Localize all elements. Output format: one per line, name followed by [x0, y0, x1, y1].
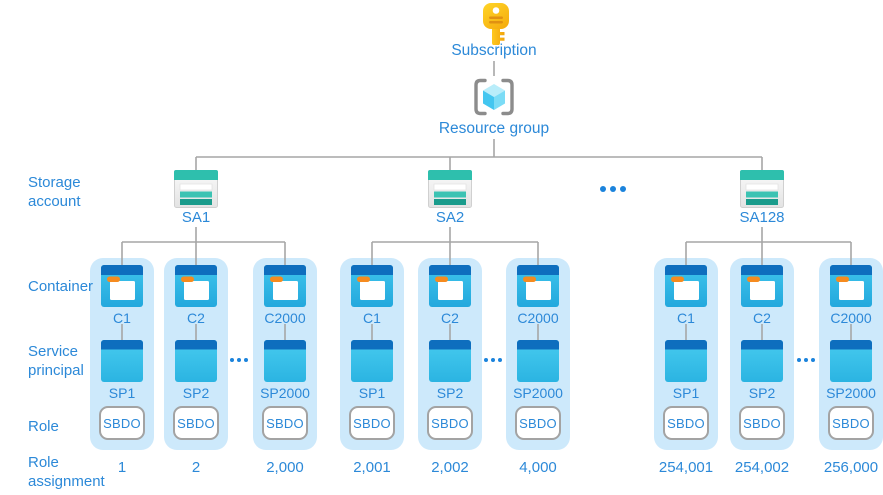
service-principal-label: SP2000 — [513, 385, 563, 401]
service-principal-label: SP1 — [358, 385, 386, 401]
row-label-service-principal: Service principal — [28, 343, 84, 380]
role-assignment-count: 254,002 — [734, 459, 790, 476]
service-principal-icon — [830, 340, 872, 382]
service-principal-icon — [264, 340, 306, 382]
container-icon — [429, 265, 471, 307]
role-assignment-count: 2,001 — [353, 459, 391, 476]
container-label: C1 — [113, 310, 131, 326]
ellipsis-icon — [795, 358, 816, 362]
ellipsis-icon — [482, 358, 503, 362]
subscription-key-icon — [478, 3, 514, 45]
container-icon — [101, 265, 143, 307]
role-assignment-count: 4,000 — [519, 459, 557, 476]
container-label: C2000 — [517, 310, 559, 326]
container-label: C2 — [187, 310, 205, 326]
service-principal-icon — [351, 340, 393, 382]
role-assignment-count: 256,000 — [823, 459, 879, 476]
row-label-role: Role — [28, 418, 59, 435]
ellipsis-icon — [598, 186, 628, 192]
role-badge: SBDO — [262, 406, 308, 440]
role-badge: SBDO — [427, 406, 473, 440]
role-badge: SBDO — [99, 406, 145, 440]
storage-account-label: SA128 — [739, 209, 785, 226]
role-assignment-count: 1 — [117, 459, 127, 476]
role-assignment-count: 2,000 — [266, 459, 304, 476]
service-principal-icon — [175, 340, 217, 382]
service-principal-label: SP2 — [748, 385, 776, 401]
container-label: C2000 — [264, 310, 306, 326]
service-principal-label: SP2000 — [826, 385, 876, 401]
resource-group-icon — [472, 77, 516, 117]
container-label: C2000 — [830, 310, 872, 326]
role-badge: SBDO — [349, 406, 395, 440]
role-badge: SBDO — [173, 406, 219, 440]
row-label-container: Container — [28, 278, 94, 295]
container-label: C1 — [363, 310, 381, 326]
role-badge: SBDO — [515, 406, 561, 440]
container-label: C1 — [677, 310, 695, 326]
service-principal-label: SP1 — [672, 385, 700, 401]
container-icon — [175, 265, 217, 307]
service-principal-icon — [665, 340, 707, 382]
service-principal-label: SP2 — [182, 385, 210, 401]
role-badge: SBDO — [739, 406, 785, 440]
role-assignment-count: 254,001 — [658, 459, 714, 476]
service-principal-label: SP2000 — [260, 385, 310, 401]
storage-account-label: SA2 — [435, 209, 465, 226]
storage-account-label: SA1 — [181, 209, 211, 226]
resource-group-label: Resource group — [438, 120, 550, 137]
subscription-label: Subscription — [451, 42, 537, 59]
container-icon — [351, 265, 393, 307]
container-label: C2 — [441, 310, 459, 326]
container-icon — [665, 265, 707, 307]
storage-account-icon — [428, 170, 472, 208]
row-label-role-assignment: Role assignment — [28, 454, 105, 491]
service-principal-icon — [429, 340, 471, 382]
container-label: C2 — [753, 310, 771, 326]
container-icon — [741, 265, 783, 307]
ellipsis-icon — [228, 358, 249, 362]
service-principal-label: SP2 — [436, 385, 464, 401]
service-principal-icon — [101, 340, 143, 382]
container-icon — [264, 265, 306, 307]
service-principal-icon — [741, 340, 783, 382]
role-badge: SBDO — [663, 406, 709, 440]
role-badge: SBDO — [828, 406, 874, 440]
storage-account-icon — [740, 170, 784, 208]
row-label-storage-account: Storage account — [28, 174, 81, 211]
role-assignment-count: 2 — [191, 459, 201, 476]
service-principal-icon — [517, 340, 559, 382]
service-principal-label: SP1 — [108, 385, 136, 401]
container-icon — [830, 265, 872, 307]
storage-account-icon — [174, 170, 218, 208]
role-assignment-count: 2,002 — [431, 459, 469, 476]
container-icon — [517, 265, 559, 307]
